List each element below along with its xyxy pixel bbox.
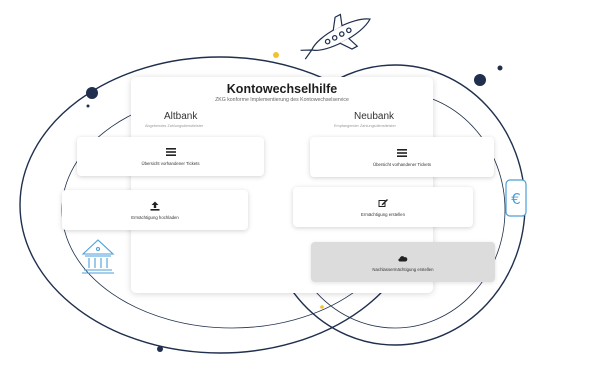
- list-icon: [165, 148, 176, 156]
- dot-yellow-top: [273, 52, 279, 58]
- upload-icon: [150, 201, 160, 211]
- altbank-tickets-card[interactable]: Übersicht vorhandener Tickets: [77, 137, 264, 176]
- dot-bottom: [157, 346, 163, 352]
- page-title: Kontowechselhilfe: [226, 82, 338, 96]
- svg-text:€: €: [511, 190, 521, 208]
- card-label: Ermächtigung hochladen: [131, 214, 179, 220]
- bank-icon: [81, 239, 115, 274]
- card-label: Ermächtigung erstellen: [361, 211, 405, 217]
- list-icon: [397, 148, 407, 157]
- altbank-subtitle: Abgebendes Zahlungsdienstleister: [145, 124, 204, 128]
- altbank-upload-card[interactable]: Ermächtigung hochladen: [62, 190, 248, 230]
- dot-yellow-bottom: [320, 305, 324, 309]
- card-label: Nachlassermächtigung erstellen: [372, 266, 434, 272]
- page-subtitle: ZKG konforme Implementierung des Kontowe…: [215, 97, 349, 103]
- dot-small-right: [497, 65, 503, 71]
- neubank-estate-authorization-card[interactable]: Nachlassermächtigung erstellen: [311, 242, 495, 282]
- dot-large-left: [86, 87, 98, 99]
- neubank-create-authorization-card[interactable]: Ermächtigung erstellen: [293, 187, 473, 227]
- altbank-title: Altbank: [164, 111, 198, 122]
- rocket-icon: [300, 13, 371, 60]
- edit-icon: [378, 198, 388, 207]
- card-label: Übersicht vorhandener Tickets: [141, 161, 200, 166]
- card-label: Übersicht vorhandener Tickets: [372, 161, 432, 167]
- neubank-subtitle: Empfangender Zahlungsdienstleister: [334, 124, 396, 128]
- dot-small-left: [86, 104, 90, 108]
- neubank-title: Neubank: [354, 111, 395, 122]
- phone-euro-icon: €: [505, 179, 527, 217]
- cloud-icon: [398, 255, 408, 261]
- dot-large-right: [474, 74, 486, 86]
- neubank-tickets-card[interactable]: Übersicht vorhandener Tickets: [310, 137, 494, 177]
